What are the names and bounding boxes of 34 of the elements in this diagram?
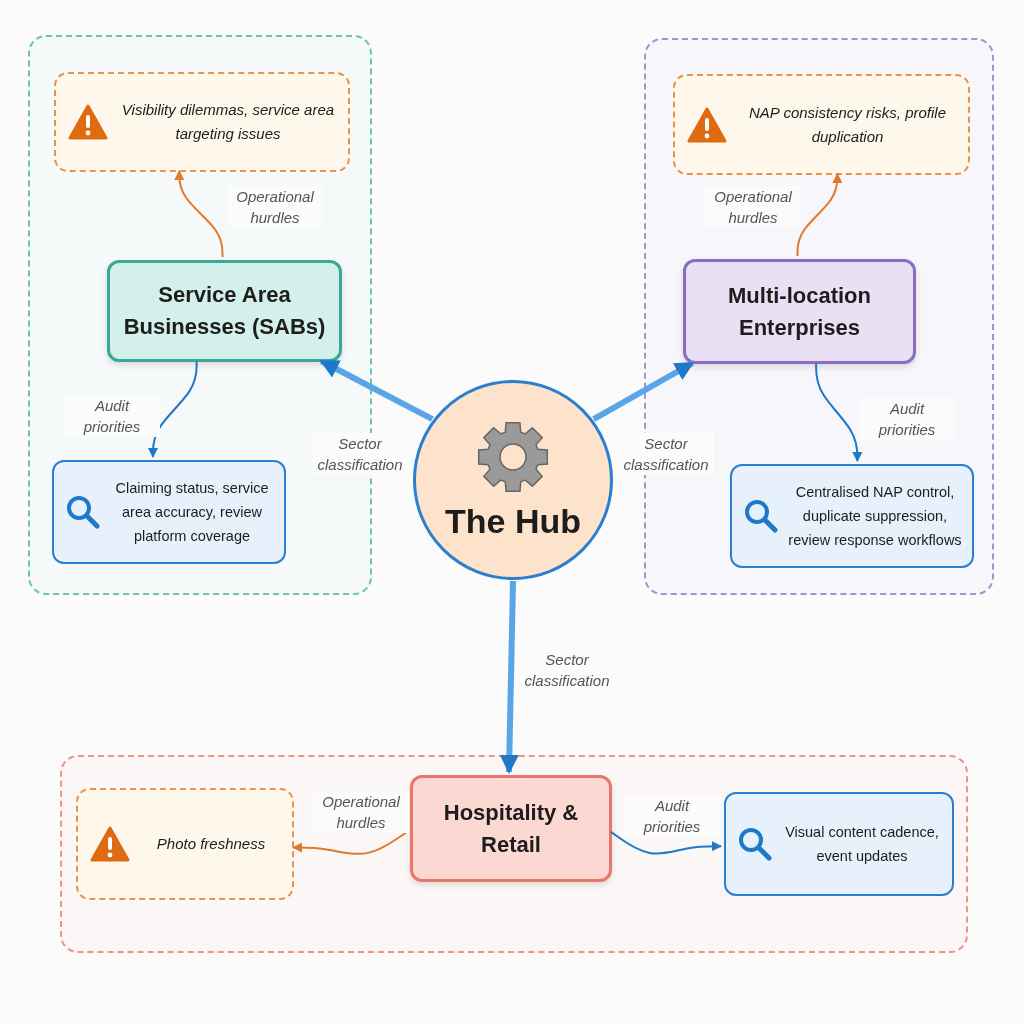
arrow (815, 362, 863, 462)
audit-box (724, 792, 954, 896)
audit-box (730, 464, 974, 568)
priority-text: Visual content cadence, event updates (784, 823, 940, 866)
sector-title: Hospitality & Retail (442, 798, 580, 859)
edge-label: Operational hurdles (313, 791, 409, 833)
arrow (796, 173, 843, 257)
warning-box (76, 788, 294, 900)
arrow (147, 360, 198, 458)
sector-box (683, 259, 916, 364)
arrow (610, 830, 722, 855)
audit-box (52, 460, 286, 564)
arrow (319, 358, 434, 422)
priority-text: Centralised NAP control, duplicate suppression, review response workflows (787, 483, 963, 550)
sector-box (107, 260, 342, 362)
arrow (174, 170, 224, 258)
warning-box (54, 72, 350, 172)
arrow (592, 360, 695, 422)
group-region (60, 755, 968, 953)
edge-label: Audit priorities (624, 795, 720, 837)
issue-text: Visibility dilemmas, service area targeting issues (120, 100, 336, 144)
priority-text: Claiming status, service area accuracy, review platform coverage (114, 479, 270, 546)
warning-box (673, 74, 970, 175)
edge-label: Audit priorities (859, 398, 955, 440)
edge-label: Operational hurdles (705, 186, 801, 228)
issue-text: Photo freshness (155, 834, 267, 854)
sector-box (410, 775, 612, 882)
issue-text: NAP consistency risks, profile duplication (748, 102, 947, 147)
sector-title: Multi-location Enterprises (727, 281, 872, 342)
arrow (499, 580, 519, 774)
edge-label: Audit priorities (64, 395, 160, 437)
sector-title: Service Area Businesses (SABs) (122, 281, 327, 341)
hub-title: The Hub (445, 501, 581, 541)
edge-label: Operational hurdles (227, 186, 323, 228)
